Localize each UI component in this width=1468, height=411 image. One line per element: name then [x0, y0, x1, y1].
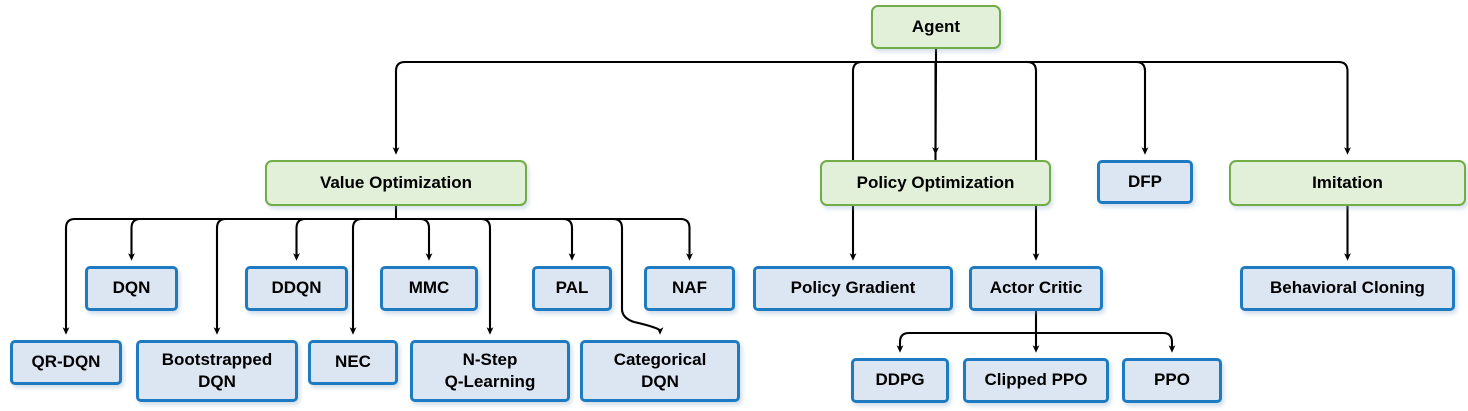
node-agent[interactable]: Agent — [871, 5, 1001, 49]
node-policy-optimization[interactable]: Policy Optimization — [820, 160, 1051, 206]
node-value-optimization[interactable]: Value Optimization — [265, 160, 527, 206]
node-ddqn[interactable]: DDQN — [245, 266, 348, 311]
node-ppo[interactable]: PPO — [1122, 358, 1222, 403]
edge-value_optimization-to-pal — [396, 217, 576, 261]
node-mmc[interactable]: MMC — [380, 266, 478, 311]
node-behavioral-cloning[interactable]: Behavioral Cloning — [1240, 266, 1455, 311]
node-naf[interactable]: NAF — [644, 266, 735, 311]
edge-value_optimization-to-naf — [396, 217, 693, 261]
node-clipped-ppo[interactable]: Clipped PPO — [963, 358, 1109, 403]
node-actor-critic[interactable]: Actor Critic — [969, 266, 1103, 311]
node-pal[interactable]: PAL — [532, 266, 612, 311]
node-ddpg[interactable]: DDPG — [851, 358, 949, 403]
node-n-step-q[interactable]: N-Step Q-Learning — [410, 340, 570, 402]
node-policy-gradient[interactable]: Policy Gradient — [753, 266, 953, 311]
edge-agent-to-dfp — [936, 60, 1149, 155]
edge-value_optimization-to-dqn — [128, 217, 396, 261]
node-nec[interactable]: NEC — [308, 340, 398, 385]
node-categorical-dqn[interactable]: Categorical DQN — [580, 340, 740, 402]
edge-value_optimization-to-mmc — [396, 217, 433, 261]
edge-agent-to-value_optimization — [392, 60, 936, 155]
edge-actor_critic-to-ppo — [1036, 331, 1176, 353]
node-dqn[interactable]: DQN — [85, 266, 178, 311]
edge-value_optimization-to-ddqn — [293, 217, 396, 261]
edge-agent-to-imitation — [936, 60, 1351, 155]
edge-agent-to-policy_optimization — [932, 61, 939, 155]
node-dfp[interactable]: DFP — [1097, 160, 1193, 204]
node-qr-dqn[interactable]: QR-DQN — [10, 340, 122, 385]
node-bootstrapped-dqn[interactable]: Bootstrapped DQN — [136, 340, 298, 402]
edge-actor_critic-to-ddpg — [896, 331, 1036, 353]
node-imitation[interactable]: Imitation — [1229, 160, 1466, 206]
